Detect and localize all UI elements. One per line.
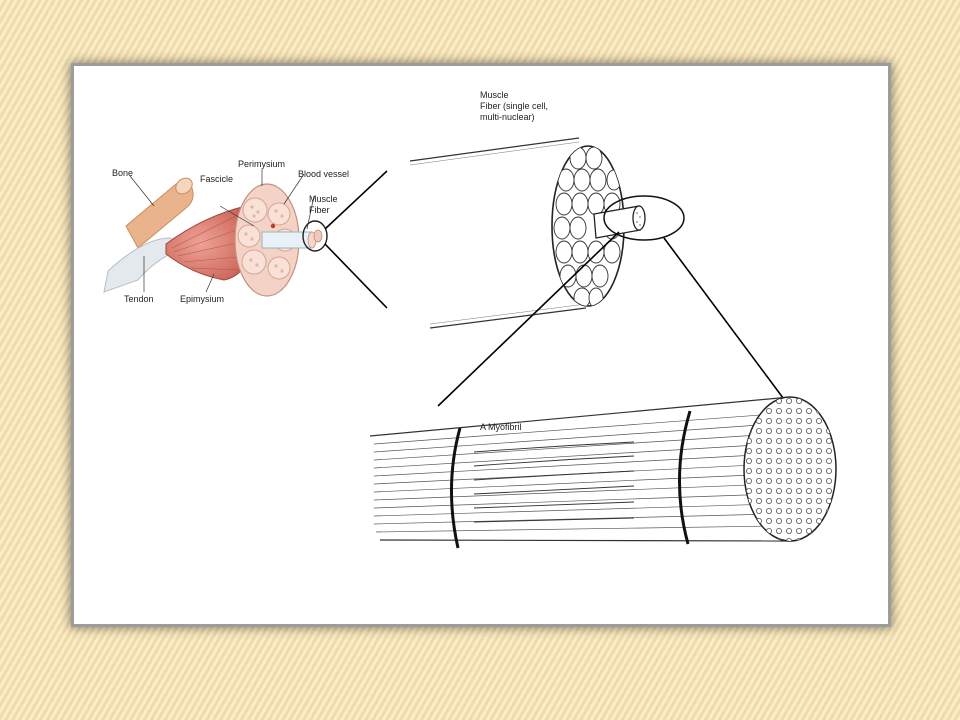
slide-frame: Bone Fascicle Perimysium Blood vessel Mu… [74, 66, 888, 624]
fiber-highlight-ellipse [302, 220, 328, 252]
label-blood-vessel: Blood vessel [298, 169, 349, 179]
label-muscle-fiber-line2: Fiber [309, 205, 330, 215]
label-fascicle: Fascicle [200, 174, 233, 184]
label-tendon: Tendon [124, 294, 154, 304]
myofibril: A Myofibril [369, 396, 837, 549]
label-fiber-line3: multi-nuclear) [480, 112, 535, 122]
label-epimysium: Epimysium [180, 294, 224, 304]
muscle-cross-section [234, 183, 323, 297]
label-bone: Bone [112, 168, 133, 178]
label-fiber-line2: Fiber (single cell, [480, 101, 548, 111]
label-muscle-fiber-line1: Muscle [309, 194, 338, 204]
zoom-lines-1 [324, 170, 388, 309]
label-fiber-line1: Muscle [480, 90, 509, 100]
myofibril-highlight-ellipse [603, 195, 685, 241]
whole-muscle-illustration: Bone Fascicle Perimysium Blood vessel Mu… [103, 159, 349, 304]
muscle-structure-diagram: Bone Fascicle Perimysium Blood vessel Mu… [103, 90, 837, 549]
zoom-lines-2 [437, 231, 793, 411]
leader-lines [129, 169, 315, 293]
label-myofibril: A Myofibril [480, 422, 522, 432]
bone-shape [125, 177, 194, 249]
label-perimysium: Perimysium [238, 159, 285, 169]
muscle-fiber-bundle: Muscle Fiber (single cell, multi-nuclear… [409, 90, 685, 329]
